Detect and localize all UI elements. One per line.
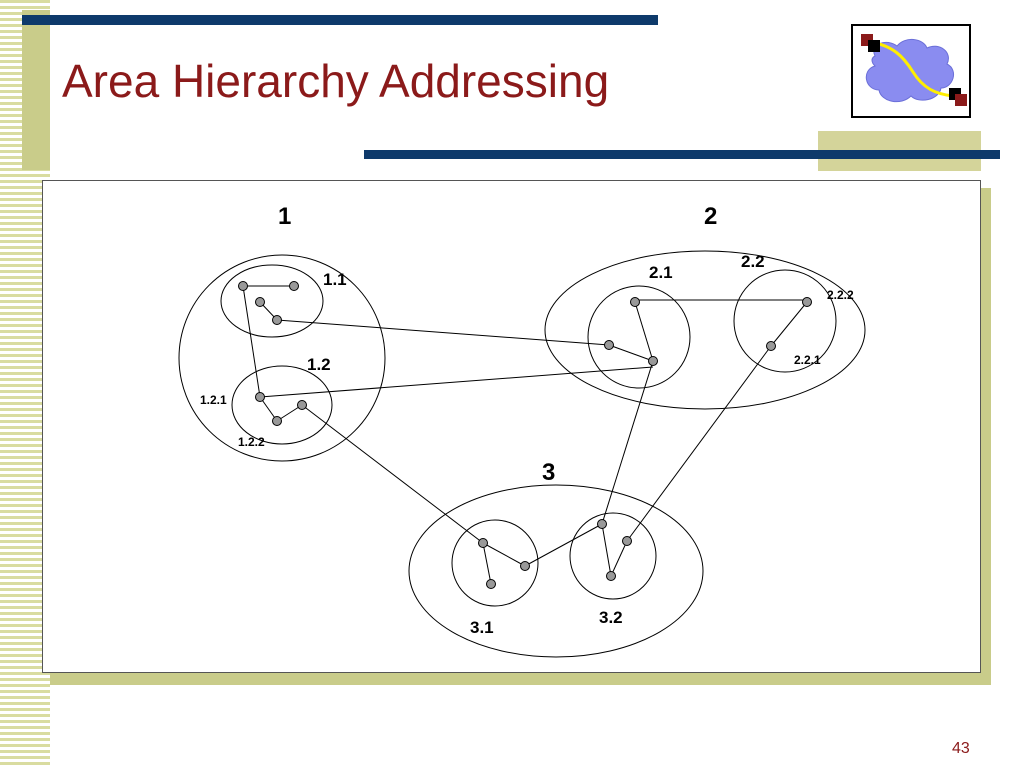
diagram-panel	[42, 180, 981, 673]
subarea-2-1-label: 2.1	[649, 263, 673, 282]
subarea-2-2-boundary	[733, 269, 837, 373]
node	[604, 340, 614, 350]
node	[630, 297, 640, 307]
subarea-1-2-boundary	[231, 365, 333, 445]
node	[766, 341, 776, 351]
node	[622, 536, 632, 546]
node	[520, 561, 530, 571]
logo	[851, 24, 971, 118]
decorative-stripe-band	[22, 10, 50, 170]
node-1-2-1-label: 1.2.1	[200, 393, 227, 407]
subarea-1-1-boundary	[220, 264, 324, 338]
node	[478, 538, 488, 548]
page-number: 43	[952, 740, 970, 757]
node	[238, 281, 248, 291]
area-3-label: 3	[542, 459, 555, 486]
title-underline-rule	[364, 150, 1000, 159]
node-1-2-2-label: 1.2.2	[238, 435, 265, 449]
subarea-2-2-label: 2.2	[741, 252, 765, 271]
nodes	[238, 281, 812, 589]
node	[255, 297, 265, 307]
subarea-3-2-label: 3.2	[599, 608, 623, 627]
node	[648, 356, 658, 366]
node	[289, 281, 299, 291]
area-3-boundary	[408, 484, 704, 658]
node-2-2-2-label: 2.2.2	[827, 288, 854, 302]
node	[606, 571, 616, 581]
subarea-2-1-boundary	[587, 285, 691, 389]
area-2-label: 2	[704, 203, 717, 230]
subarea-1-1-label: 1.1	[323, 270, 347, 289]
node	[486, 579, 496, 589]
node	[802, 297, 812, 307]
subarea-3-1-boundary	[451, 519, 539, 607]
node-2-2-1-label: 2.2.1	[794, 353, 821, 367]
links	[242, 285, 808, 585]
top-rule	[22, 15, 658, 25]
area-2-boundary	[544, 250, 866, 410]
node	[272, 416, 282, 426]
network-cloud-icon	[861, 34, 967, 106]
subarea-3-1-label: 3.1	[470, 618, 494, 637]
subarea-1-2-label: 1.2	[307, 355, 331, 374]
slide-title: Area Hierarchy Addressing	[62, 55, 610, 107]
node	[297, 400, 307, 410]
node	[272, 315, 282, 325]
subarea-3-2-boundary	[569, 512, 657, 600]
area-1-boundary	[178, 254, 386, 462]
node	[597, 519, 607, 529]
area-1-label: 1	[278, 203, 291, 230]
node	[255, 392, 265, 402]
